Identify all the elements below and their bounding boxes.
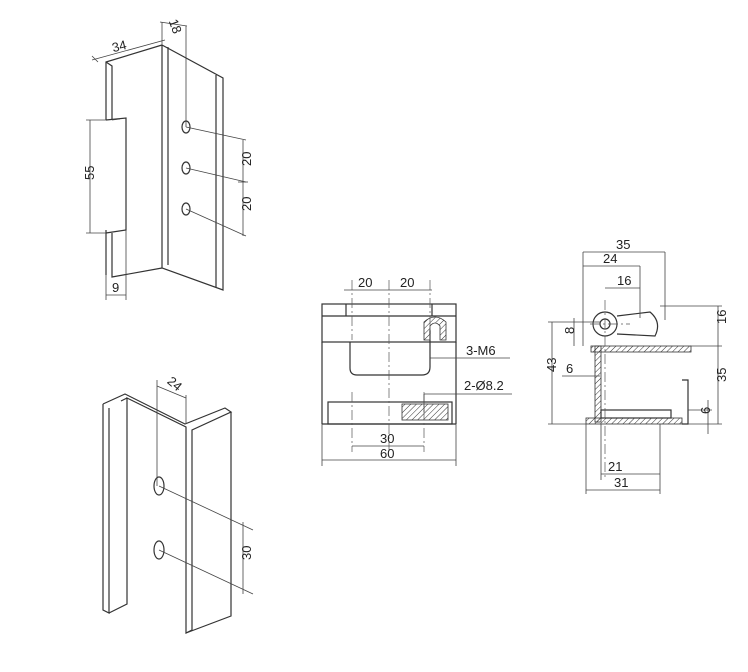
dim-top-offset: 18 [166, 17, 185, 36]
dim-side-small: 16 [617, 273, 631, 288]
side-view [548, 251, 722, 494]
bottom-bracket-view [102, 380, 254, 634]
dim-top-height: 55 [82, 166, 97, 180]
dim-side-lip: 6 [698, 407, 713, 414]
dim-side-pin: 8 [562, 327, 577, 334]
dim-side-mid: 24 [603, 251, 617, 266]
dim-side-base-inner: 21 [608, 459, 622, 474]
dim-bottom-offset: 24 [164, 373, 185, 394]
dim-side-right-height: 35 [714, 368, 729, 382]
dim-top-width: 34 [110, 37, 128, 55]
dim-front-half-left: 20 [358, 275, 372, 290]
dim-side-right-top: 16 [714, 310, 729, 324]
dim-front-half-right: 20 [400, 275, 414, 290]
dim-top-pitch-2: 20 [239, 197, 254, 211]
dim-top-bottom: 9 [112, 280, 119, 295]
dim-bottom-pitch: 30 [239, 546, 254, 560]
front-view [321, 280, 512, 466]
dim-side-height-left: 43 [544, 358, 559, 372]
label-thread: 3-M6 [466, 343, 496, 358]
label-holes: 2-Ø8.2 [464, 378, 504, 393]
top-bracket-view [86, 21, 248, 300]
dim-top-pitch-1: 20 [239, 152, 254, 166]
dim-front-inner: 30 [380, 431, 394, 446]
dim-side-overall: 35 [616, 237, 630, 252]
dim-side-base-outer: 31 [614, 475, 628, 490]
dim-front-overall: 60 [380, 446, 394, 461]
dim-side-wall: 6 [566, 361, 573, 376]
